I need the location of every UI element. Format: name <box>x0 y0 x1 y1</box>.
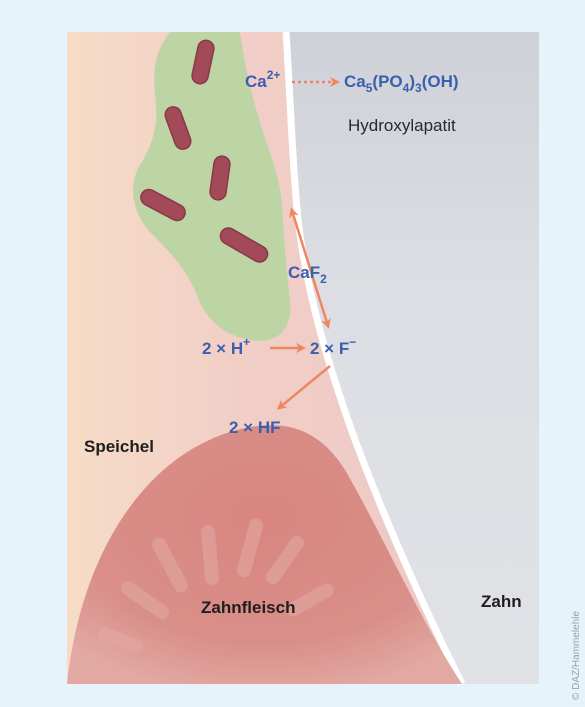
label-hf: 2 × HF <box>229 418 281 437</box>
label-zahn: Zahn <box>481 592 522 611</box>
label-hydroxylapatit: Hydroxylapatit <box>348 116 456 135</box>
credit-text: © DAZ/Hammelehle <box>571 611 582 700</box>
label-speichel: Speichel <box>84 437 154 456</box>
label-zahnfleisch: Zahnfleisch <box>201 598 295 617</box>
label-h-plus: 2 × H+ <box>202 335 250 358</box>
